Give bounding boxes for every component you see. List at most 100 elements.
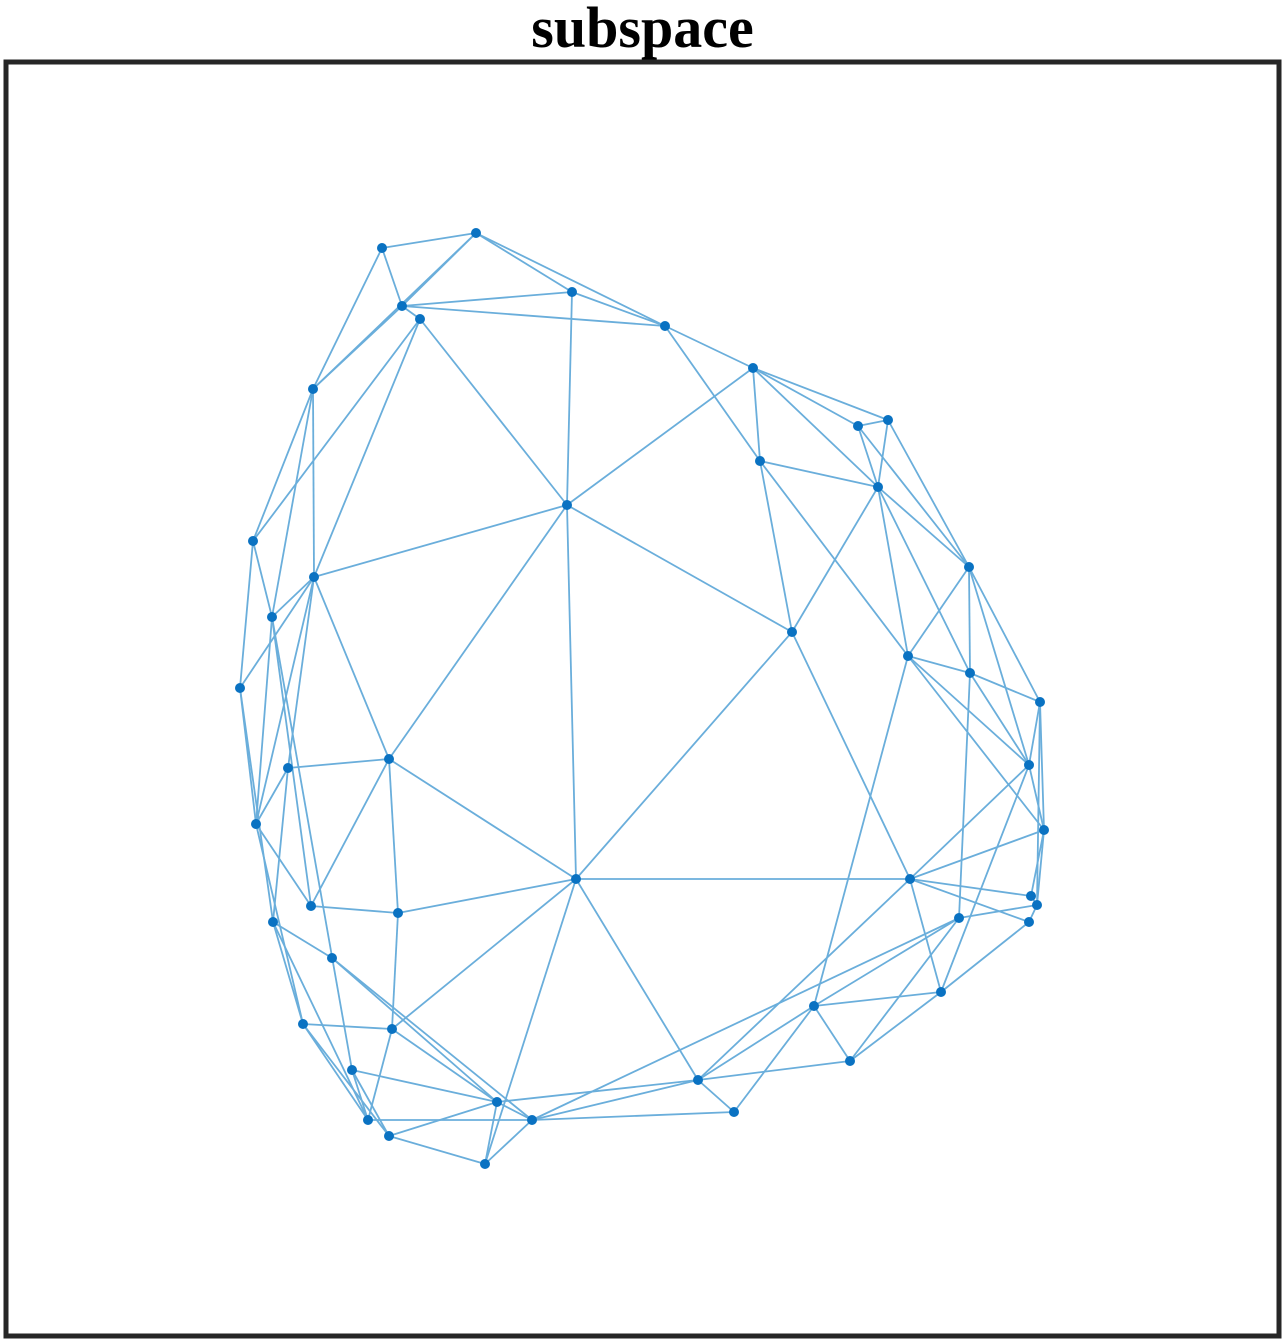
graph-edge [664, 325, 754, 369]
graph-edge [310, 758, 390, 907]
graph-edge [909, 878, 942, 993]
graph-node [571, 874, 581, 884]
graph-edge [1036, 829, 1045, 906]
graph-edge [1039, 701, 1045, 831]
graph-edge [313, 576, 390, 760]
graph-edge [484, 1101, 498, 1165]
graph-node [251, 819, 261, 829]
chart-title: subspace [531, 0, 754, 60]
graph-node [527, 1115, 537, 1125]
graph-edge [733, 1005, 815, 1113]
graph-edge [697, 878, 911, 1081]
graph-edge [351, 1069, 369, 1121]
graph-edge [877, 486, 971, 674]
graph-edge [813, 917, 960, 1007]
graph-edge [381, 247, 403, 307]
graph-edge [969, 672, 1041, 703]
graph-node [480, 1159, 490, 1169]
graph-edge [791, 486, 879, 633]
plot-frame [3, 59, 1282, 1339]
graph-edge [401, 305, 666, 327]
graph-edge [887, 419, 970, 568]
graph-node [248, 536, 258, 546]
graph-edge [313, 318, 421, 578]
graph-node [377, 243, 387, 253]
graph-edge [531, 1079, 699, 1121]
graph-edge [302, 1023, 393, 1030]
graph-edge [419, 318, 568, 506]
graph-edge [813, 1005, 851, 1062]
node-layer [235, 228, 1049, 1169]
graph-node [309, 572, 319, 582]
graph-node [384, 1131, 394, 1141]
graph-edge [255, 616, 273, 825]
graph-node [693, 1075, 703, 1085]
graph-edge [968, 566, 1030, 766]
graph-node [267, 612, 277, 622]
graph-edge [287, 758, 390, 769]
graph-edge [302, 1023, 369, 1121]
graph-edge [331, 957, 498, 1103]
graph-edge [312, 305, 403, 390]
graph-edge [566, 504, 577, 880]
graph-edge [849, 917, 960, 1062]
graph-edge [531, 1111, 735, 1121]
graph-node [387, 1024, 397, 1034]
graph-node [1032, 900, 1042, 910]
graph-node [787, 627, 797, 637]
graph-edge [566, 504, 793, 633]
graph-node [905, 874, 915, 884]
graph-edge [752, 367, 761, 462]
graph-edge [381, 232, 477, 249]
graph-edge [484, 878, 577, 1165]
graph-edge [475, 232, 666, 327]
graph-node [283, 763, 293, 773]
graph-edge [857, 419, 889, 427]
graph-node [327, 953, 337, 963]
graph-edge [566, 367, 754, 506]
graph-node [883, 415, 893, 425]
graph-node [1039, 825, 1049, 835]
graph-node [415, 314, 425, 324]
graph-edge [697, 1060, 851, 1081]
graph-edge [909, 878, 1032, 897]
graph-node [268, 917, 278, 927]
edge-layer [239, 232, 1045, 1165]
graph-edge [759, 460, 793, 633]
graph-node [729, 1107, 739, 1117]
graph-edge [312, 247, 383, 390]
graph-edge [388, 758, 399, 914]
graph-edge [388, 504, 568, 760]
graph-node [347, 1065, 357, 1075]
graph-node [306, 901, 316, 911]
graph-edge [255, 767, 289, 825]
graph-edge [907, 655, 1045, 831]
graph-node [397, 301, 407, 311]
graph-edge [255, 576, 315, 825]
graph-node [954, 913, 964, 923]
graph-edge [496, 1101, 533, 1121]
graph-edge [958, 672, 971, 919]
graph-edge [752, 367, 859, 427]
graph-edge [271, 616, 353, 1071]
graph-edge [575, 878, 699, 1081]
graph-edge [958, 904, 1038, 919]
graph-edge [752, 367, 889, 421]
graph-edge [475, 232, 573, 293]
graph-edge [857, 425, 970, 568]
graph-edge [759, 460, 879, 488]
graph-edge [252, 318, 421, 542]
graph-edge [255, 823, 312, 907]
graph-edge [664, 325, 761, 462]
graph-edge [759, 460, 909, 657]
graph-node [755, 456, 765, 466]
graph-node [393, 908, 403, 918]
graph-edge [397, 878, 577, 914]
graph-edge [239, 576, 315, 689]
graph-node [471, 228, 481, 238]
graph-node [845, 1056, 855, 1066]
graph-edge [813, 655, 909, 1007]
graph-node [936, 987, 946, 997]
graph-edge [388, 1101, 498, 1137]
graph-edge [752, 367, 879, 488]
